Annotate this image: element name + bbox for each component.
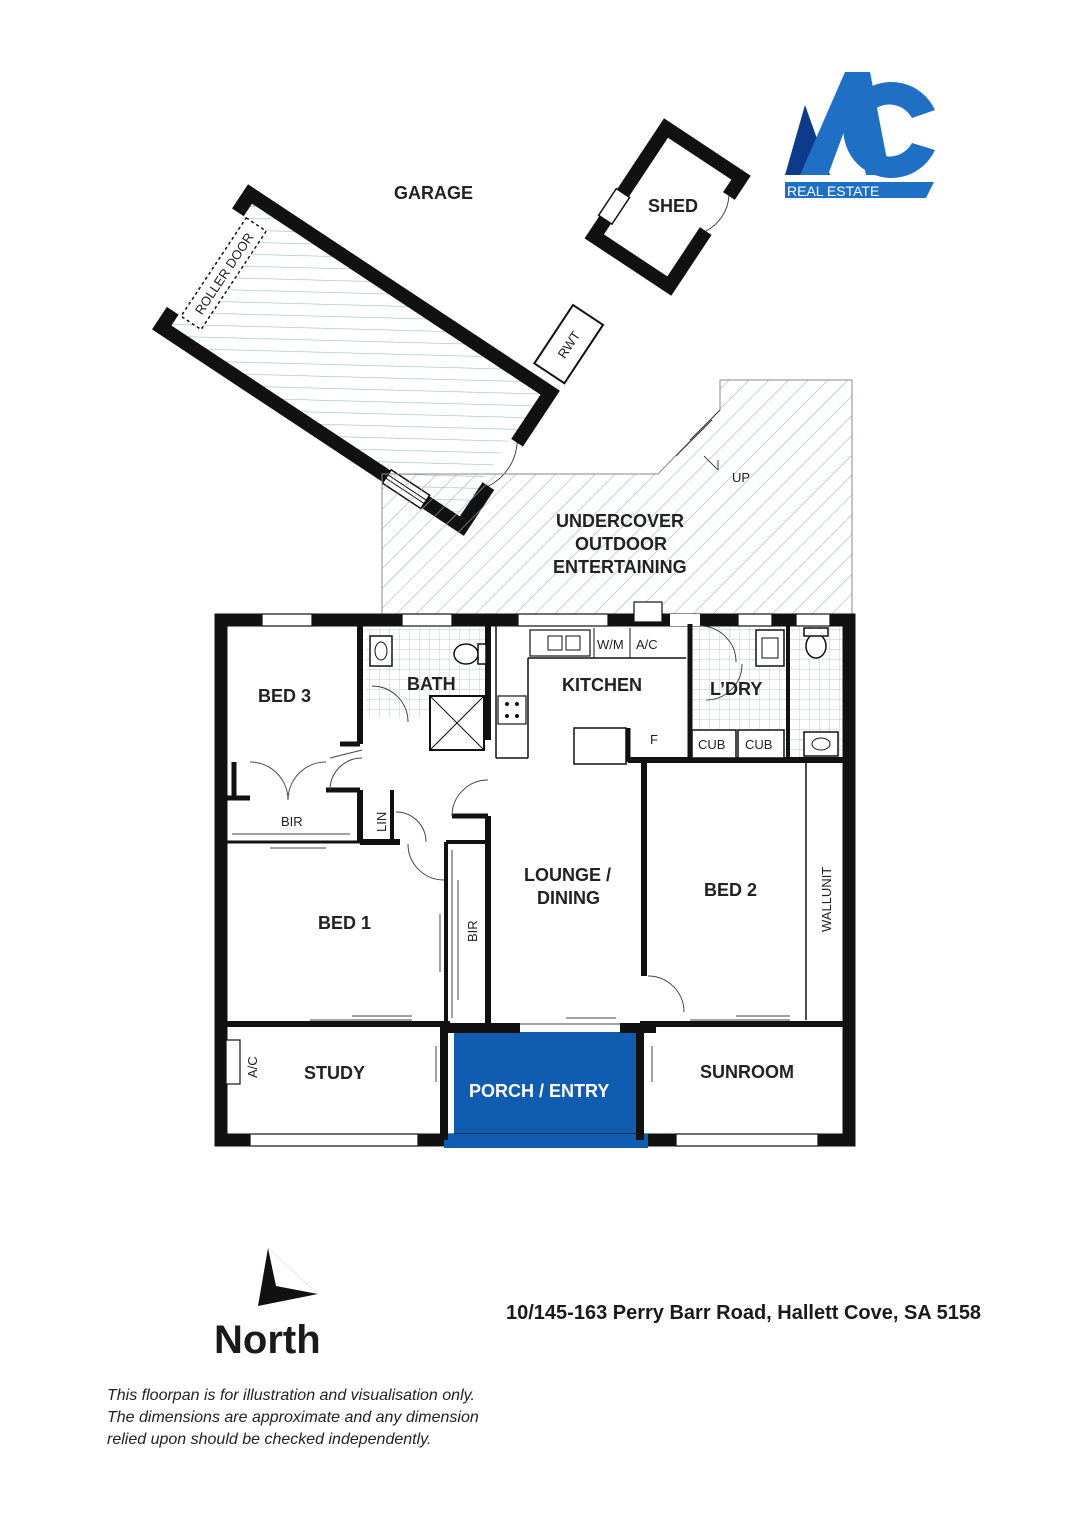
cupboard-2-label: CUB [745,737,772,752]
porch-fill [454,1032,638,1142]
bir-bed1-label: BIR [465,920,480,942]
logo-text: REAL ESTATE [787,183,879,199]
outdoor-label-3: ENTERTAINING [553,557,687,577]
rainwater-tank: RWT [532,303,605,385]
house [214,601,856,1148]
lounge-label-2: DINING [537,888,600,908]
outdoor-label-2: OUTDOOR [575,534,667,554]
sunroom-label: SUNROOM [700,1062,794,1082]
outdoor-label-1: UNDERCOVER [556,511,684,531]
lounge-label-1: LOUNGE / [524,865,611,885]
bed1-label: BED 1 [318,913,371,933]
fridge-label: F [650,732,658,747]
linen-label: LIN [374,812,389,832]
shed-label: SHED [648,196,698,216]
porch-label: PORCH / ENTRY [469,1081,609,1101]
ac-real-estate-logo: REAL ESTATE [785,72,935,199]
laundry-label: L’DRY [710,679,762,699]
garage-label: GARAGE [394,183,473,203]
north-label: North [214,1318,321,1362]
shed [584,118,751,296]
bath-label: BATH [407,674,456,694]
up-label: UP [732,470,750,485]
roller-door [180,216,268,331]
disclaimer: This floorpan is for illustration and vi… [107,1387,479,1448]
kitchen-label: KITCHEN [562,675,642,695]
study-label: STUDY [304,1063,365,1083]
property-address: 10/145-163 Perry Barr Road, Hallett Cove… [506,1302,982,1324]
cupboard-1-label: CUB [698,737,725,752]
bir-bed3-label: BIR [281,814,303,829]
wallunit-label: WALLUNIT [819,867,834,932]
ac-kitchen-label: A/C [636,637,658,652]
undercover-outdoor-area [381,379,853,615]
bed2-label: BED 2 [704,880,757,900]
bed3-label: BED 3 [258,686,311,706]
ac-study-label: A/C [245,1056,260,1078]
wm-label: W/M [597,637,624,652]
